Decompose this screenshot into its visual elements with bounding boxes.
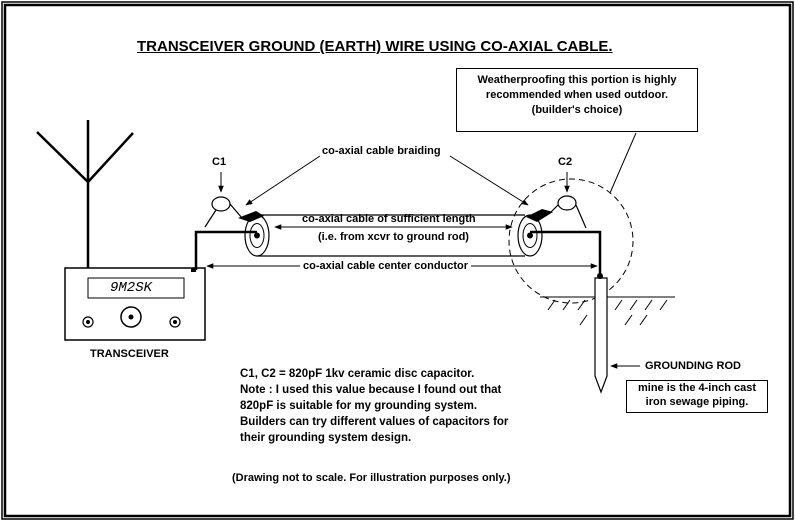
disclaimer: (Drawing not to scale. For illustration … <box>232 472 511 484</box>
center-conductor-wire <box>194 230 602 278</box>
cable-label-line2: (i.e. from xcvr to ground rod) <box>318 231 469 243</box>
notes-line2: Note : I used this value because I found… <box>240 384 502 396</box>
weatherproof-zone <box>508 178 634 304</box>
cable-label-line1: co-axial cable of sufficient length <box>302 213 476 225</box>
braiding-arrow-left <box>245 155 321 206</box>
c1-capacitor-icon <box>204 196 264 228</box>
c1-label: C1 <box>212 156 227 168</box>
notes-line5: their grounding system design. <box>240 432 412 444</box>
braiding-label: co-axial cable braiding <box>322 145 441 157</box>
notes-line1: C1, C2 = 820pF 1kv ceramic disc capacito… <box>240 368 475 380</box>
center-conductor-label: co-axial cable center conductor <box>300 260 472 272</box>
diagram-title: TRANSCEIVER GROUND (EARTH) WIRE USING CO… <box>137 38 613 55</box>
weatherproof-note-box: Weatherproofing this portion is highly r… <box>456 68 698 132</box>
weatherproof-pointer <box>609 132 637 194</box>
grounding-rod-label: GROUNDING ROD <box>645 360 741 372</box>
grounding-rod-icon <box>594 273 608 394</box>
weatherproof-note-line1: Weatherproofing this portion is highly <box>477 74 677 86</box>
right-knob-icon <box>169 316 181 328</box>
notes-line4: Builders can try different values of cap… <box>240 416 509 428</box>
rod-note-line2: iron sewage piping. <box>645 396 749 408</box>
braiding-arrow-right <box>449 155 529 206</box>
transceiver-label: TRANSCEIVER <box>90 348 169 360</box>
notes-line3: 820pF is suitable for my grounding syste… <box>240 400 478 412</box>
weatherproof-note-line2: recommended when used outdoor. <box>485 89 669 101</box>
c2-label: C2 <box>558 156 573 168</box>
weatherproof-note-line3: (builder's choice) <box>531 104 623 116</box>
coax-cable <box>244 214 543 257</box>
c2-capacitor-icon <box>526 195 587 229</box>
left-knob-icon <box>82 316 94 328</box>
ground-surface <box>540 296 675 326</box>
antenna-icon <box>36 120 134 268</box>
main-knob-icon <box>120 306 142 328</box>
capacitor-notes: C1, C2 = 820pF 1kv ceramic disc capacito… <box>240 366 580 446</box>
rod-note-line1: mine is the 4-inch cast <box>638 382 756 394</box>
transceiver-box <box>64 267 206 341</box>
rod-note-box: mine is the 4-inch cast iron sewage pipi… <box>626 380 768 413</box>
transceiver-callsign-display: 9M2SK <box>110 280 153 296</box>
